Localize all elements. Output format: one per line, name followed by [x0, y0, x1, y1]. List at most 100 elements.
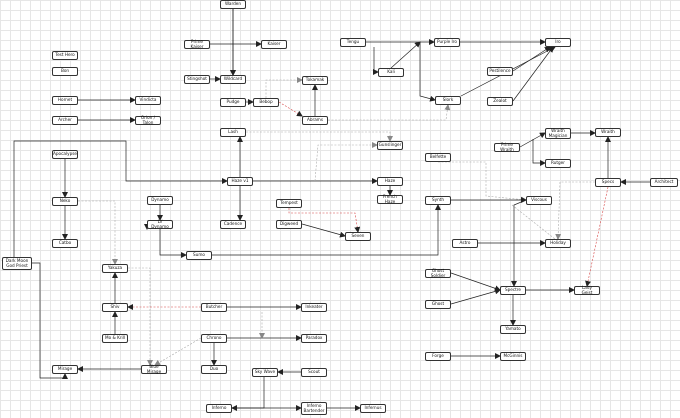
- node-dark-moon-god-priest[interactable]: Dark Moon God Priest: [2, 257, 32, 270]
- node-chrono[interactable]: Chrono: [201, 334, 227, 343]
- edge: [555, 181, 595, 240]
- edge: [265, 77, 303, 98]
- edge: [301, 223, 346, 238]
- node-lady-geist[interactable]: Lady Geist: [574, 286, 600, 295]
- node-tempest[interactable]: Tempest: [276, 199, 302, 208]
- edge: [32, 262, 68, 379]
- edge: [519, 132, 546, 148]
- node-catbo[interactable]: Catbo: [52, 239, 78, 248]
- edge: [585, 186, 609, 287]
- edge: [419, 42, 436, 102]
- node-lash[interactable]: Lash: [220, 128, 246, 137]
- node-sumo[interactable]: Sumo: [186, 251, 212, 260]
- edge: [278, 101, 303, 117]
- node-lv-dynamo[interactable]: LV Dynamo: [147, 220, 173, 229]
- node-yakuza[interactable]: Yakuza: [102, 264, 128, 273]
- node-paradox[interactable]: Paradox: [301, 334, 327, 343]
- node-inferno-bartender[interactable]: Inferno Bartender: [301, 402, 327, 415]
- node-seven[interactable]: Seven: [345, 232, 371, 241]
- edge: [154, 337, 202, 366]
- node-ghost-soldier[interactable]: Ghost Soldier: [425, 269, 451, 278]
- node-test-hero[interactable]: Test Hero: [52, 51, 78, 60]
- node-sky-wave[interactable]: Sky Wave: [252, 368, 278, 377]
- node-slork[interactable]: Slork: [435, 96, 461, 105]
- node-cadence[interactable]: Cadence: [220, 220, 246, 229]
- node-stingshot[interactable]: Stingshot: [184, 75, 210, 84]
- node-french-haze[interactable]: French Haze: [377, 195, 403, 204]
- node-orion-talon[interactable]: Orion / Talon: [135, 116, 161, 125]
- node-purple-iro[interactable]: Purple Iro: [434, 38, 460, 47]
- node-shiv[interactable]: Shiv: [102, 303, 128, 312]
- node-infernus[interactable]: Infernus: [360, 404, 386, 413]
- node-digweed[interactable]: Digweed: [276, 220, 302, 229]
- edge: [328, 104, 451, 121]
- node-warden[interactable]: Warden: [220, 0, 246, 9]
- node-wraith[interactable]: Wraith: [595, 128, 621, 137]
- edge: [511, 199, 527, 287]
- edge: [128, 267, 153, 366]
- edge: [231, 377, 265, 411]
- node-spectre[interactable]: Spectre: [500, 286, 526, 295]
- node-iro[interactable]: Iro: [545, 38, 571, 47]
- node-astro[interactable]: Astro: [452, 239, 478, 248]
- node-kaiser[interactable]: Kaiser: [261, 40, 287, 49]
- node-gunslinger[interactable]: Gunslinger: [377, 141, 403, 150]
- edge: [159, 229, 187, 258]
- node-scout[interactable]: Scout: [301, 368, 327, 377]
- edge: [532, 139, 546, 166]
- node-holiday[interactable]: Holiday: [545, 239, 571, 248]
- node-pudge[interactable]: Pudge: [220, 98, 246, 107]
- node-blue-mirage[interactable]: Blue Mirage: [141, 365, 167, 374]
- node-prime-wraith[interactable]: Prime Wraith: [494, 143, 520, 152]
- node-haze[interactable]: Haze: [377, 177, 403, 186]
- edge: [438, 161, 527, 203]
- node-yamato[interactable]: Yamato: [500, 325, 526, 334]
- node-wildcard[interactable]: Wildcard: [220, 75, 246, 84]
- node-synth[interactable]: Synth: [425, 196, 451, 205]
- node-bebop[interactable]: Bebop: [253, 98, 279, 107]
- node-inkeater[interactable]: Inkeater: [301, 303, 327, 312]
- node-pestilence[interactable]: Pestilence: [487, 67, 513, 76]
- node-butcher[interactable]: Butcher: [201, 303, 227, 312]
- edge: [373, 47, 379, 75]
- node-architect[interactable]: Architect: [650, 178, 678, 187]
- edge: [511, 204, 561, 244]
- node-tokamak[interactable]: Tokamak: [302, 76, 328, 85]
- node-ghost[interactable]: Ghost: [425, 300, 451, 309]
- edge: [314, 142, 378, 182]
- node-mirage[interactable]: Mirage: [52, 365, 78, 374]
- node-rutger[interactable]: Rutger: [545, 159, 571, 168]
- edge: [390, 41, 421, 69]
- node-archer[interactable]: Archer: [52, 116, 78, 125]
- node-tengu[interactable]: Tengu: [340, 38, 366, 47]
- node-viscous[interactable]: Viscous: [526, 196, 552, 205]
- node-zealot[interactable]: Zealot: [487, 97, 513, 106]
- node-hornet[interactable]: Hornet: [52, 96, 78, 105]
- node-vindicta[interactable]: Vindicta: [135, 96, 161, 105]
- edge: [450, 272, 501, 292]
- node-abrams[interactable]: Abrams: [302, 116, 328, 125]
- edge: [450, 288, 501, 305]
- node-prime-kaiser[interactable]: Prime Kaiser: [184, 40, 210, 49]
- node-specs[interactable]: Specs: [595, 178, 621, 187]
- node-inferno[interactable]: Inferno: [206, 404, 232, 413]
- node-mcginnis[interactable]: McGinnis: [500, 352, 526, 361]
- node-apocalypse[interactable]: Apocalypse: [52, 150, 78, 159]
- edge: [212, 204, 441, 256]
- edge: [288, 208, 361, 233]
- edge: [13, 140, 228, 257]
- node-neko[interactable]: Neko: [52, 197, 78, 206]
- node-forge[interactable]: Forge: [425, 352, 451, 361]
- node-bon[interactable]: Bon: [52, 67, 78, 76]
- node-wraith-magician[interactable]: Wraith Magician: [545, 128, 571, 139]
- node-kali[interactable]: Kali: [378, 68, 404, 77]
- node-mo-krill[interactable]: Mo & Krill: [102, 334, 128, 343]
- node-dynamo[interactable]: Dynamo: [147, 196, 173, 205]
- node-duo[interactable]: Duo: [201, 365, 227, 374]
- node-belfette[interactable]: Belfette: [425, 153, 451, 162]
- node-haze-v1[interactable]: Haze v1: [227, 177, 253, 186]
- edge: [78, 200, 118, 265]
- edge: [246, 131, 393, 142]
